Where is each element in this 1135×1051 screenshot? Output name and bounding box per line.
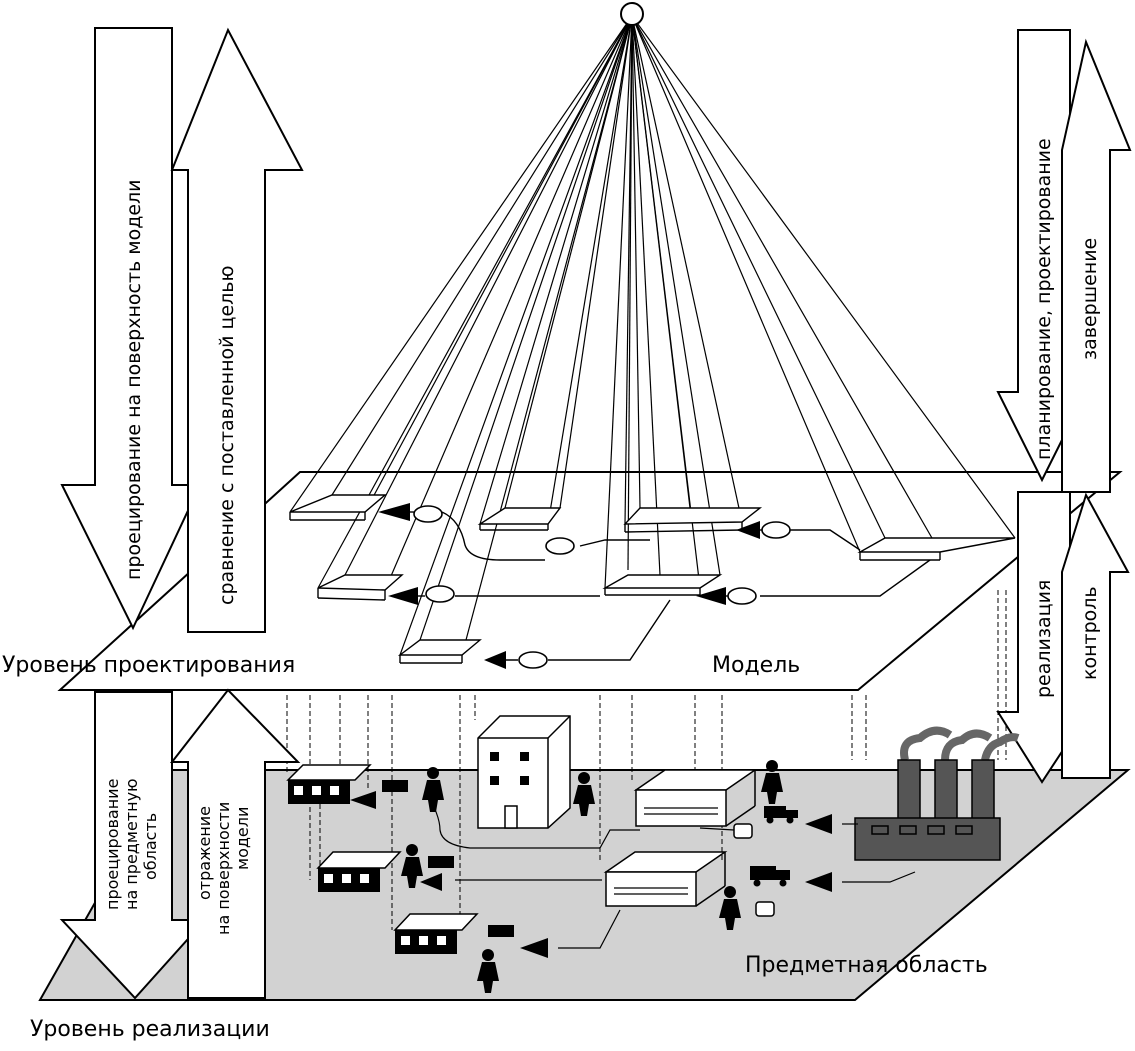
projection-to-domain-label-3: область [141,813,160,880]
model-nodes [413,505,791,669]
reflection-on-model-label-3: модели [233,807,252,870]
reflection-on-model-label-1: отражение [195,806,214,900]
completion-arrow [1061,38,1132,493]
warehouse-icon [633,769,758,827]
house-2 [316,851,402,892]
small-vehicles [733,823,775,917]
projection-to-model-label: проецирование на поверхность модели [123,179,145,580]
design-level-label: Уровень проектирования [2,653,295,678]
model-arrowheads [378,503,760,669]
building-icon [477,715,571,829]
house-1 [286,764,372,804]
person-2 [573,772,595,816]
comparison-with-goal-arrow [170,27,304,633]
factory-icon [854,726,1020,861]
ground-arrowheads [350,791,832,958]
realization-label: реализация [1033,580,1055,698]
comparison-with-goal-label: сравнение с поставленной целью [216,266,238,606]
person-icon [422,767,444,812]
projection-to-model-arrow [60,27,202,631]
completion-label: завершение [1079,238,1101,360]
implementation-level-label: Уровень реализации [30,1017,270,1042]
warehouse-2 [603,851,728,907]
reflection-on-model-arrow [169,688,301,999]
reflection-on-model-label-2: на поверхности [214,802,233,935]
domain-label: Предметная область [745,953,988,978]
projection-to-domain-label-2: на предметную [122,778,141,910]
control-arrow [1061,492,1130,779]
packages [382,780,514,937]
person-3 [761,760,783,804]
truck-icon [764,806,798,824]
projection-lines [289,15,1016,656]
control-label: контроль [1079,586,1101,680]
person-4 [401,844,423,888]
person-5 [719,886,741,930]
planning-design-label: планирование, проектирование [1033,138,1055,460]
ground-flows [424,789,916,949]
model-blocks [289,494,1016,664]
model-label: Модель [712,653,800,678]
projection-to-domain-label-1: проецирование [103,779,122,910]
projection-to-domain-arrow [59,691,208,1000]
apex-node-icon [620,2,644,26]
person-6 [477,949,499,993]
house-3 [393,913,479,954]
truck-2 [750,866,790,887]
